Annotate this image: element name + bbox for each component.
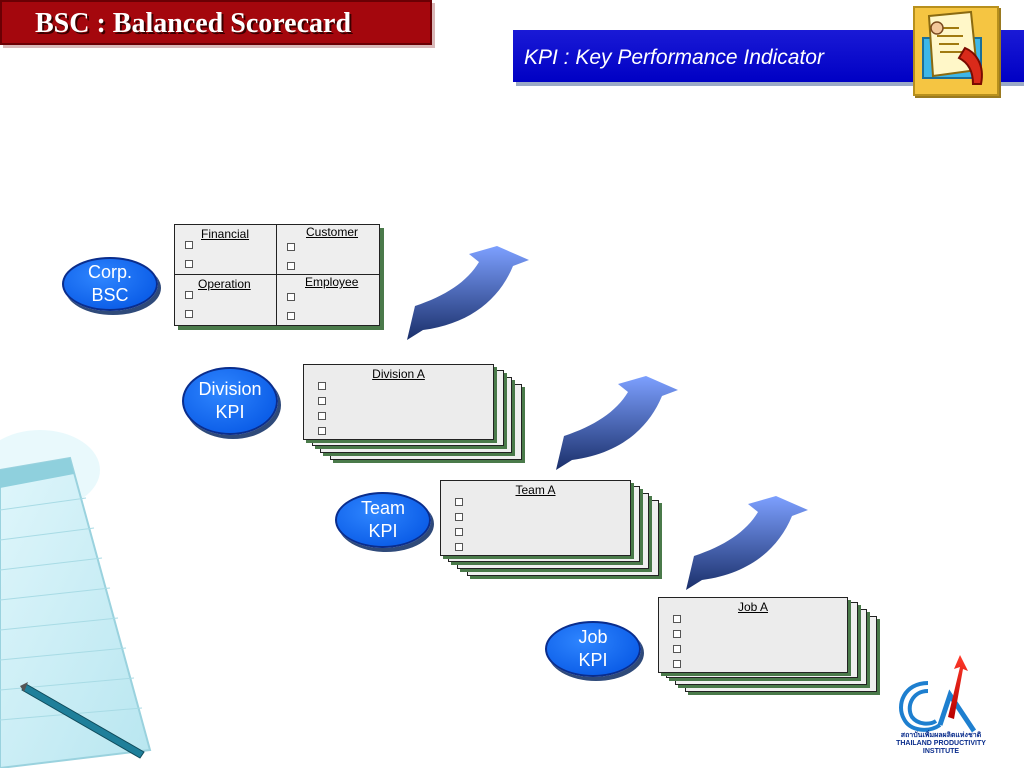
team-card-label: Team A — [515, 483, 556, 497]
notepad-pen-decoration-icon — [0, 430, 152, 768]
slide-title: BSC : Balanced Scorecard — [35, 8, 352, 39]
bullet — [673, 630, 681, 638]
bullet — [318, 427, 326, 435]
corp-bsc-oval: Corp. BSC — [62, 257, 158, 311]
bullet — [287, 262, 295, 270]
logo-caption-th: สถาบันเพิ่มผลผลิตแห่งชาติ — [900, 732, 982, 739]
bullet — [318, 412, 326, 420]
logo-caption: สถาบันเพิ่มผลผลิตแห่งชาติ THAILAND PRODU… — [891, 732, 991, 756]
bullet — [287, 312, 295, 320]
bullet — [673, 660, 681, 668]
employee-label: Employee — [305, 275, 359, 289]
job-card-label: Job A — [737, 600, 769, 614]
operation-quadrant: Operation — [175, 275, 277, 325]
division-line2: KPI — [215, 402, 245, 422]
title-banner: BSC : Balanced Scorecard — [0, 0, 432, 45]
balanced-scorecard-grid: Financial Customer Operation Employee — [174, 224, 380, 326]
bullet — [455, 543, 463, 551]
job-line1: Job — [578, 627, 608, 647]
bullet — [287, 243, 295, 251]
division-line1: Division — [198, 379, 262, 399]
financial-quadrant: Financial — [175, 225, 277, 275]
thailand-productivity-institute-logo-icon — [899, 655, 977, 733]
bullet — [455, 498, 463, 506]
slide-subtitle: KPI : Key Performance Indicator — [524, 46, 824, 69]
cascade-arrow-3 — [686, 496, 808, 590]
bullet — [673, 615, 681, 623]
team-line2: KPI — [368, 521, 398, 541]
scroll-reader-clipart-icon — [913, 6, 999, 96]
bullet — [318, 382, 326, 390]
bullet — [185, 241, 193, 249]
team-card: Team A — [440, 480, 631, 556]
operation-label: Operation — [198, 277, 251, 291]
corp-line2: BSC — [91, 285, 129, 305]
division-card-label: Division A — [372, 367, 425, 381]
job-kpi-oval: Job KPI — [545, 621, 641, 677]
job-line2: KPI — [578, 650, 608, 670]
job-card: Job A — [658, 597, 848, 673]
cascade-arrow-2 — [556, 376, 678, 470]
team-line1: Team — [360, 498, 405, 518]
logo-caption-en: THAILAND PRODUCTIVITY INSTITUTE — [896, 740, 986, 755]
bullet — [318, 397, 326, 405]
employee-quadrant: Employee — [277, 275, 379, 325]
bullet — [455, 513, 463, 521]
customer-quadrant: Customer — [277, 225, 379, 275]
bullet — [287, 293, 295, 301]
corp-line1: Corp. — [87, 262, 132, 282]
division-card: Division A — [303, 364, 494, 440]
financial-label: Financial — [201, 227, 250, 241]
bullet — [185, 260, 193, 268]
bullet — [673, 645, 681, 653]
bullet — [185, 310, 193, 318]
bullet — [455, 528, 463, 536]
customer-label: Customer — [306, 225, 359, 239]
cascade-arrow-1 — [407, 246, 529, 340]
team-kpi-oval: Team KPI — [335, 492, 431, 548]
division-kpi-oval: Division KPI — [182, 367, 278, 435]
bullet — [185, 291, 193, 299]
